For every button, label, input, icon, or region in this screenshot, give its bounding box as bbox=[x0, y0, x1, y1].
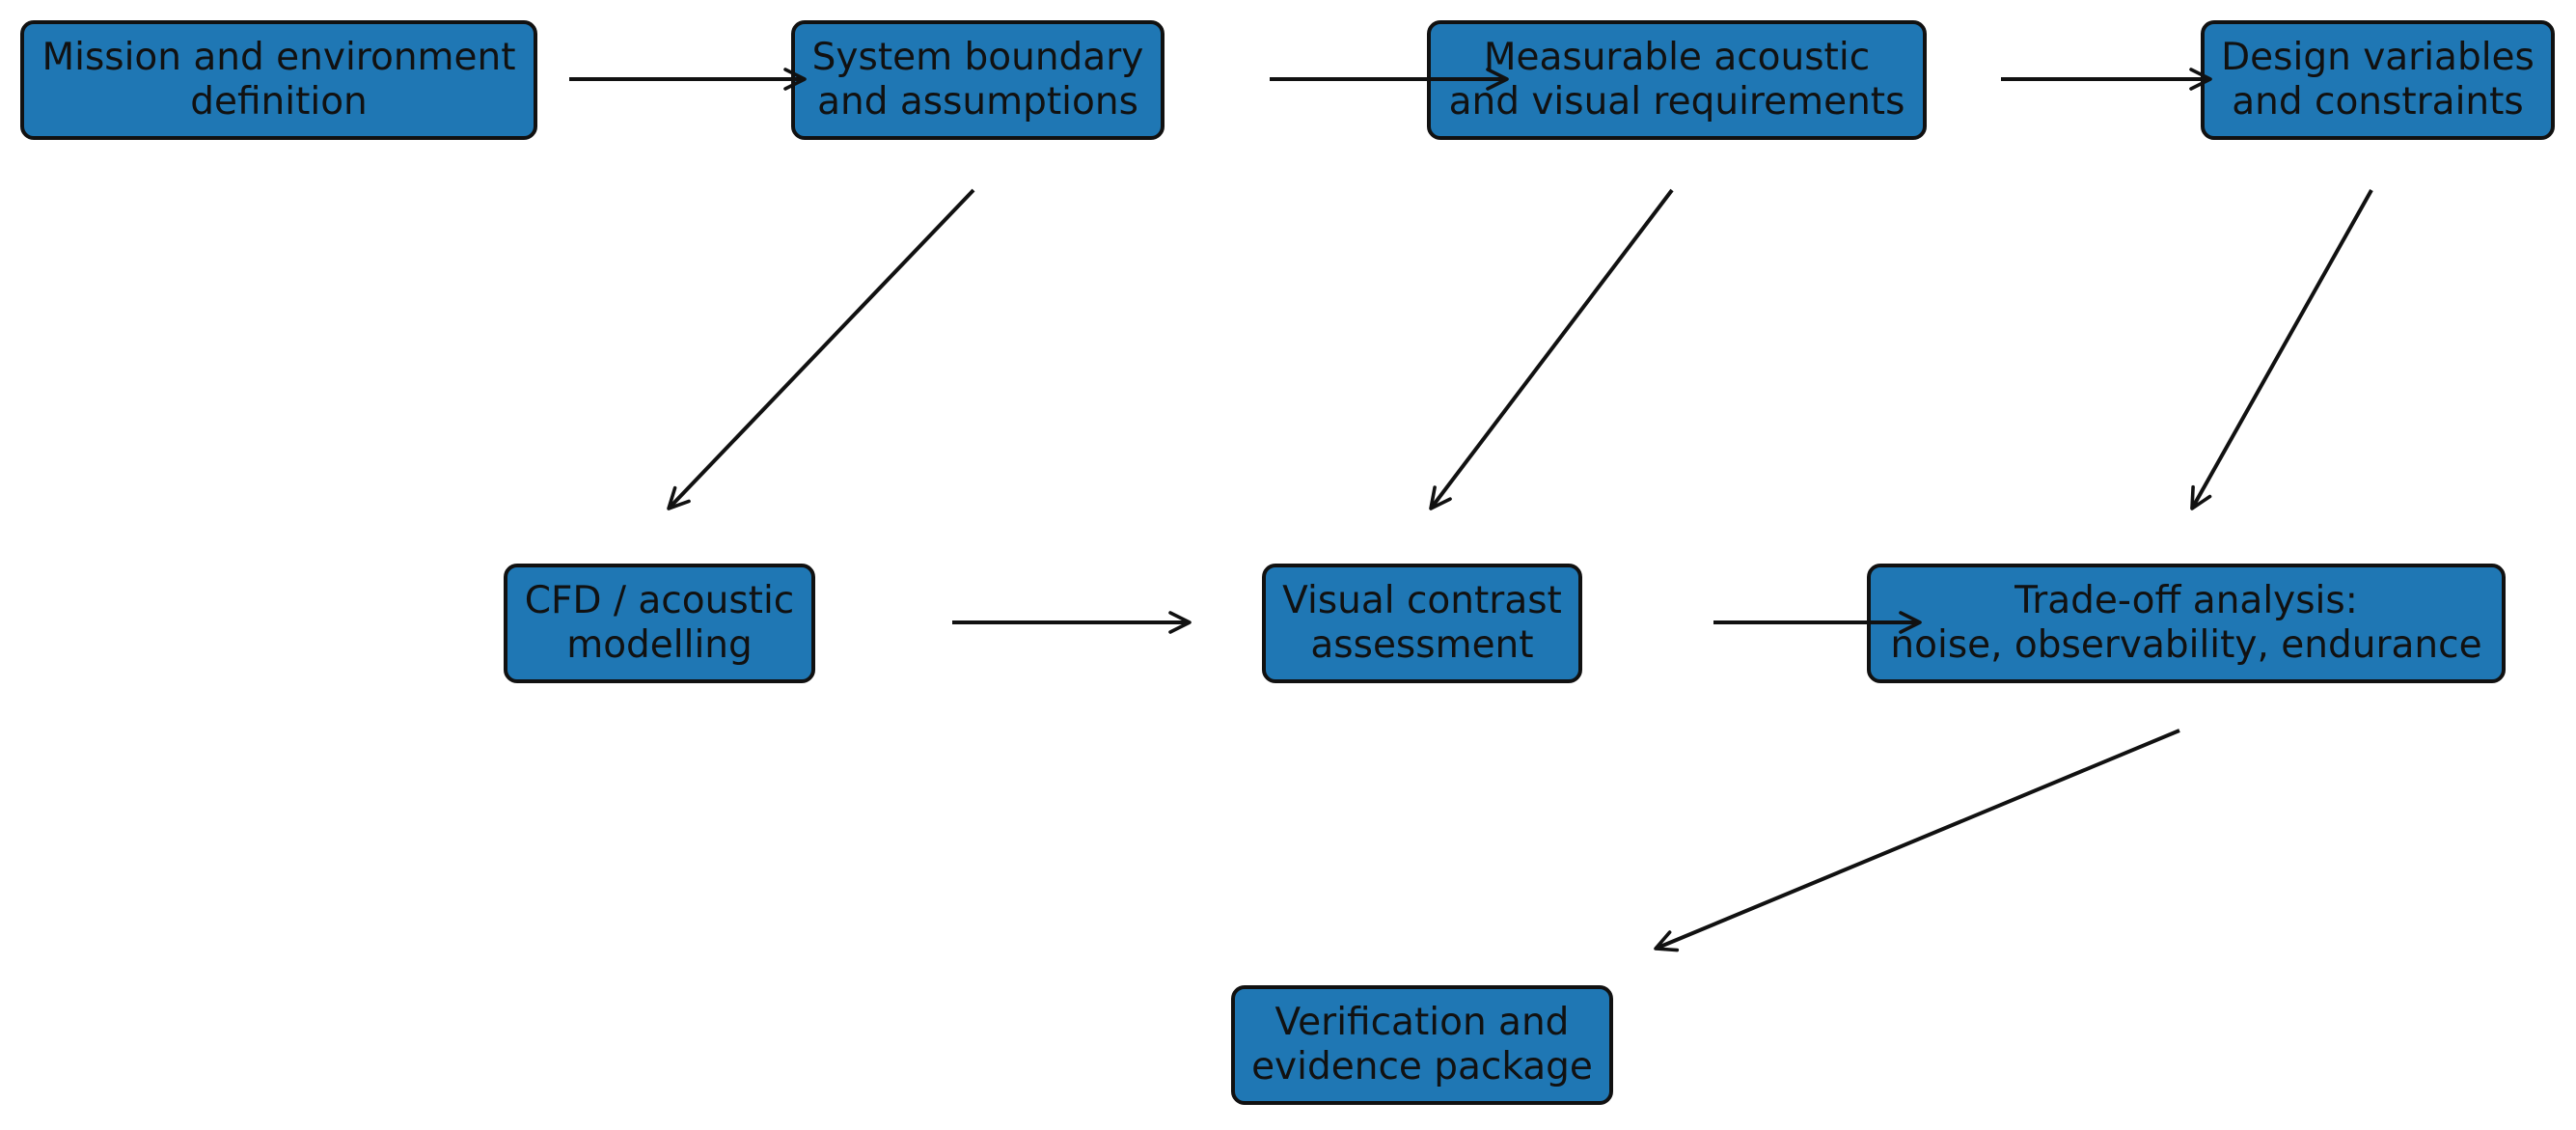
node-label: Trade-off analysis: noise, observability… bbox=[1890, 579, 2482, 667]
node-verification: Verification and evidence package bbox=[1231, 985, 1613, 1105]
arrow-requirements-to-visual bbox=[1429, 188, 1674, 510]
node-label: Visual contrast assessment bbox=[1282, 579, 1562, 667]
node-label: System boundary and assumptions bbox=[811, 36, 1144, 124]
node-tradeoff: Trade-off analysis: noise, observability… bbox=[1867, 564, 2506, 683]
node-mission: Mission and environment definition bbox=[20, 20, 537, 140]
node-cfd: CFD / acoustic modelling bbox=[504, 564, 815, 683]
node-label: Measurable acoustic and visual requireme… bbox=[1448, 36, 1905, 124]
node-label: Design variables and constraints bbox=[2221, 36, 2535, 124]
node-label: Verification and evidence package bbox=[1251, 1001, 1593, 1089]
arrow-design-vars-to-tradeoff bbox=[2190, 189, 2373, 510]
node-design-vars: Design variables and constraints bbox=[2201, 20, 2555, 140]
node-visual: Visual contrast assessment bbox=[1262, 564, 1582, 683]
node-label: Mission and environment definition bbox=[41, 36, 516, 124]
node-requirements: Measurable acoustic and visual requireme… bbox=[1427, 20, 1927, 140]
node-label: CFD / acoustic modelling bbox=[524, 579, 795, 667]
arrow-tradeoff-to-verification bbox=[1654, 729, 2180, 952]
arrow-boundary-to-cfd bbox=[667, 188, 975, 510]
node-boundary: System boundary and assumptions bbox=[791, 20, 1165, 140]
